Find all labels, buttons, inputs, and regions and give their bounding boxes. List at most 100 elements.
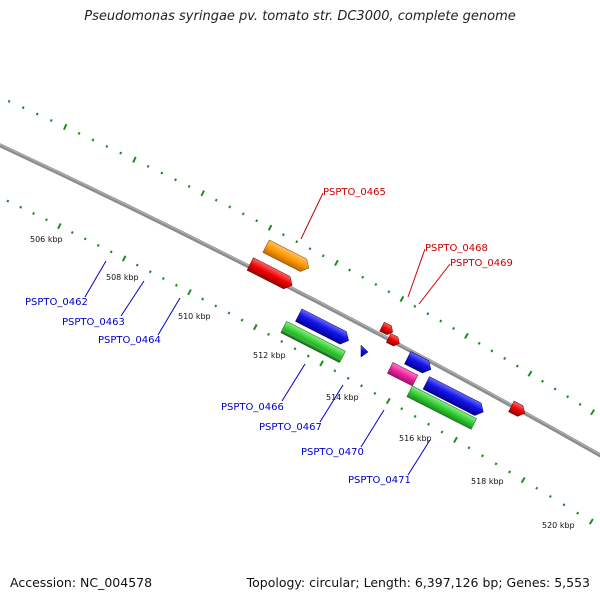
minor-tick	[35, 112, 39, 116]
major-tick	[527, 370, 533, 377]
minor-tick	[160, 171, 164, 175]
minor-tick	[49, 118, 53, 122]
minor-tick	[452, 326, 456, 331]
minor-tick	[541, 379, 545, 383]
gene-label-0462[interactable]: PSPTO_0462	[25, 297, 88, 308]
minor-tick	[91, 138, 95, 142]
minor-tick	[240, 318, 244, 322]
minor-tick	[508, 470, 512, 474]
tick-label-508: 508 kbp	[106, 273, 139, 282]
minor-tick	[83, 237, 87, 241]
minor-tick	[45, 218, 48, 222]
tick-label-512: 512 kbp	[253, 351, 286, 360]
gene-label-0468[interactable]: PSPTO_0468	[425, 243, 488, 254]
minor-tick	[306, 354, 310, 358]
gene-block-0471[interactable]	[406, 385, 477, 430]
major-tick	[399, 295, 405, 303]
gene-arrow-0465[interactable]	[262, 239, 312, 274]
minor-tick	[174, 178, 177, 182]
major-tick	[334, 259, 339, 267]
minor-tick	[400, 407, 404, 411]
minor-tick	[214, 198, 218, 202]
minor-tick	[105, 144, 109, 149]
gene-label-0463[interactable]: PSPTO_0463	[62, 317, 125, 328]
gene-arrow-red[interactable]	[246, 257, 295, 292]
minor-tick	[361, 275, 365, 279]
minor-tick	[578, 402, 582, 406]
minor-tick	[503, 356, 507, 360]
tick-label-516: 516 kbp	[399, 434, 432, 443]
minor-tick	[481, 454, 484, 458]
gene-arrow-0467[interactable]	[360, 344, 369, 358]
major-tick	[187, 289, 192, 296]
minor-tick	[77, 131, 81, 135]
minor-tick	[426, 312, 430, 316]
minor-tick	[174, 283, 178, 287]
gene-arrow-0468[interactable]	[379, 321, 395, 336]
minor-tick	[96, 243, 100, 247]
minor-tick	[21, 106, 25, 110]
minor-tick	[373, 391, 377, 395]
minor-tick	[280, 339, 284, 344]
tick-label-514: 514 kbp	[326, 393, 359, 402]
minor-tick	[241, 212, 245, 216]
minor-tick	[562, 503, 566, 507]
minor-tick	[201, 297, 205, 301]
major-tick	[267, 224, 273, 231]
minor-tick	[228, 205, 232, 209]
major-tick	[590, 409, 596, 416]
minor-tick	[548, 494, 552, 499]
minor-tick	[360, 384, 364, 388]
minor-tick	[308, 247, 312, 251]
gene-arrow-blue-long[interactable]	[422, 376, 486, 419]
gene-arrow-red-right[interactable]	[508, 400, 528, 419]
major-tick	[121, 255, 127, 262]
gene-label-0470[interactable]: PSPTO_0470	[301, 447, 364, 458]
minor-tick	[553, 387, 557, 391]
gene-label-0465[interactable]: PSPTO_0465	[323, 187, 386, 198]
major-tick	[252, 324, 258, 331]
minor-tick	[119, 151, 123, 155]
minor-tick	[187, 184, 191, 189]
gene-arrow-blue-small[interactable]	[404, 351, 434, 375]
gene-label-0464[interactable]: PSPTO_0464	[98, 335, 161, 346]
minor-tick	[439, 319, 443, 323]
minor-tick	[413, 414, 417, 418]
major-tick	[200, 190, 205, 197]
gene-label-0469[interactable]: PSPTO_0469	[450, 258, 513, 269]
minor-tick	[19, 205, 23, 209]
minor-tick	[293, 347, 297, 351]
minor-tick	[214, 304, 218, 308]
genome-summary-text: Topology: circular; Length: 6,397,126 bp…	[246, 575, 590, 590]
minor-tick	[346, 376, 350, 380]
major-tick	[132, 156, 137, 163]
minor-tick	[413, 304, 417, 308]
callout-lines	[84, 192, 451, 476]
tick-label-510: 510 kbp	[178, 312, 211, 321]
major-tick	[588, 518, 594, 525]
minor-tick	[566, 395, 570, 399]
major-tick	[319, 360, 324, 367]
major-tick	[57, 222, 62, 230]
minor-tick	[494, 462, 498, 466]
minor-tick	[440, 430, 444, 434]
gene-arrow-0469[interactable]	[386, 333, 401, 347]
minor-tick	[374, 282, 378, 287]
minor-tick	[70, 230, 74, 234]
gene-arrow-0466[interactable]	[295, 308, 352, 347]
gene-label-0467[interactable]: PSPTO_0467	[259, 422, 322, 433]
minor-tick	[7, 99, 11, 103]
major-tick	[453, 436, 458, 443]
major-tick	[385, 397, 391, 405]
minor-tick	[32, 211, 35, 216]
major-tick	[63, 123, 68, 131]
minor-tick	[109, 250, 113, 254]
gene-block-0466-inner	[280, 329, 342, 363]
outer-tick-track	[7, 99, 596, 416]
gene-block-0470[interactable]	[387, 362, 419, 387]
minor-tick	[515, 364, 519, 368]
inner-tick-track	[6, 199, 594, 525]
gene-label-0466[interactable]: PSPTO_0466	[221, 402, 284, 413]
gene-label-0471[interactable]: PSPTO_0471	[348, 475, 411, 486]
minor-tick	[321, 254, 325, 258]
